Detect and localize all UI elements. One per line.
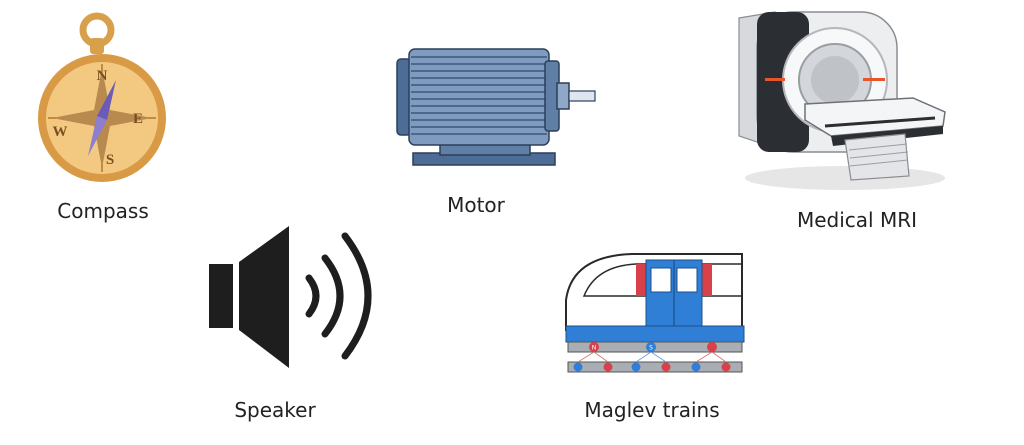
mri-label: Medical MRI bbox=[796, 208, 918, 232]
compass-label: Compass bbox=[57, 199, 149, 223]
compass-letter-e: E bbox=[133, 111, 143, 127]
maglev-label: Maglev trains bbox=[584, 398, 720, 422]
motor-icon bbox=[396, 48, 596, 166]
compass-icon: N E S W bbox=[38, 12, 166, 182]
motor-label: Motor bbox=[447, 193, 505, 217]
compass-letter-s: S bbox=[106, 152, 114, 168]
mri-scanner-icon bbox=[738, 11, 946, 190]
compass-letter-n: N bbox=[97, 68, 108, 84]
speaker-icon bbox=[209, 226, 372, 368]
speaker-label: Speaker bbox=[234, 398, 316, 422]
magnet-letter-s: S bbox=[649, 345, 653, 352]
maglev-train-icon: N S bbox=[565, 253, 745, 373]
magnet-letter-n: N bbox=[592, 345, 597, 352]
compass-letter-w: W bbox=[53, 124, 68, 140]
